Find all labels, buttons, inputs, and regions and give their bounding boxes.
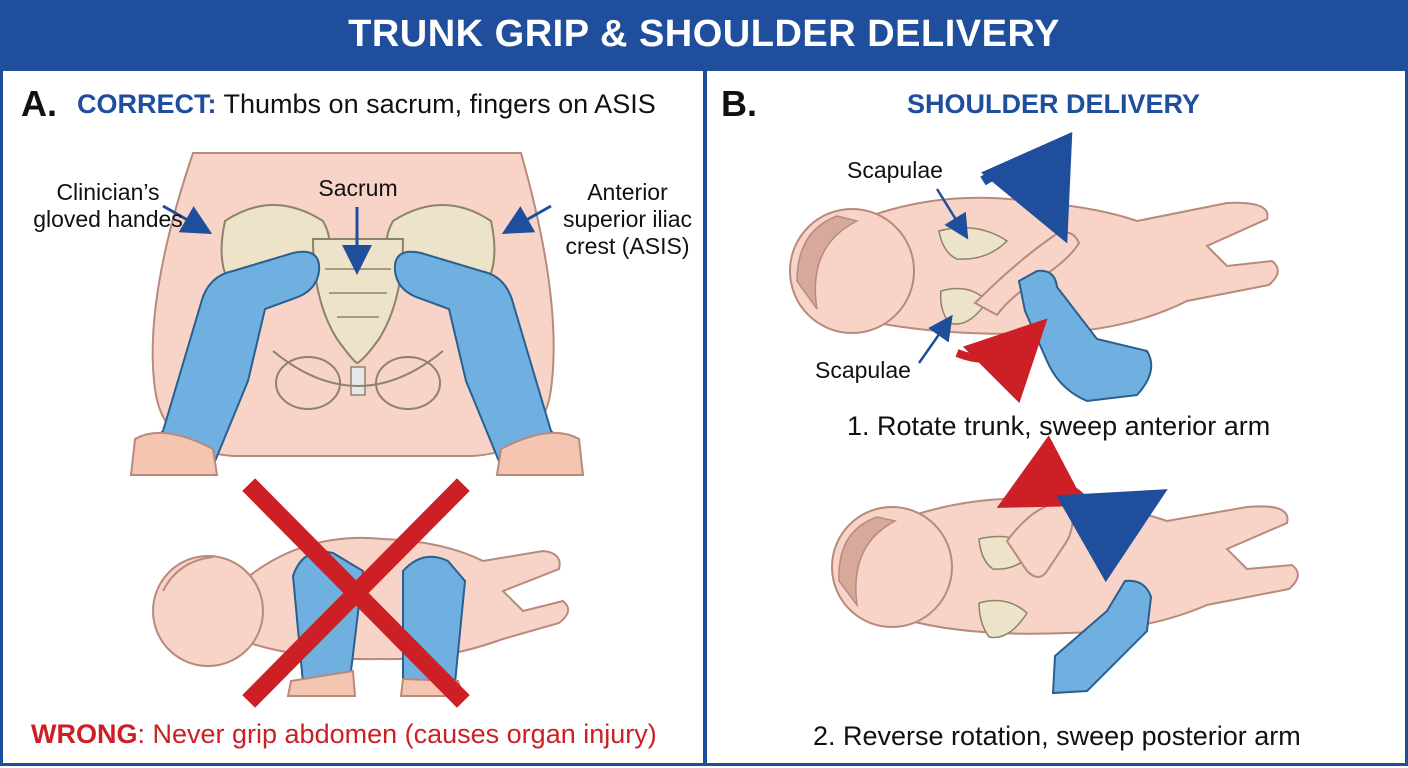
correct-description: Thumbs on sacrum, fingers on ASIS — [216, 89, 656, 119]
label-scapulae-bottom: Scapulae — [815, 357, 911, 383]
wrong-description: : Never grip abdomen (causes organ injur… — [137, 719, 657, 749]
step-2-caption: 2. Reverse rotation, sweep posterior arm — [813, 721, 1301, 751]
label-sacrum: Sacrum — [318, 175, 398, 201]
arrow-hands — [162, 204, 213, 234]
panel-b-heading: SHOULDER DELIVERY — [907, 89, 1201, 119]
page-title: TRUNK GRIP & SHOULDER DELIVERY — [348, 12, 1060, 55]
panel-b-letter: B. — [721, 83, 757, 124]
glove-left — [151, 250, 321, 473]
obturator-left — [275, 356, 341, 410]
step-1-caption: 1. Rotate trunk, sweep anterior arm — [847, 411, 1271, 441]
header-bar: TRUNK GRIP & SHOULDER DELIVERY — [0, 0, 1408, 68]
correct-label: CORRECT: — [77, 89, 217, 119]
infant2-scapula-bottom — [978, 599, 1028, 639]
panel-a-heading: CORRECT: Thumbs on sacrum, fingers on AS… — [77, 89, 656, 120]
arrow-blue-step2 — [1056, 489, 1168, 583]
arrow-asis — [501, 204, 552, 234]
panel-a: A. CORRECT: Thumbs on sacrum, fingers on… — [0, 68, 706, 766]
label-asis: Anterior superior iliac crest (ASIS) — [562, 179, 693, 259]
infant1-arm — [973, 231, 1081, 317]
label-gloved-hands: Clinician’s gloved handes — [33, 179, 183, 232]
infant1-glove — [1017, 269, 1153, 403]
arrow-red-step1 — [955, 318, 1048, 404]
sacrum-bone — [311, 238, 405, 365]
infant-step2 — [831, 497, 1299, 695]
wrong-caption: WRONG: Never grip abdomen (causes organ … — [31, 719, 657, 750]
panel-a-letter: A. — [21, 83, 57, 124]
panel-b: B. SHOULDER DELIVERY Scapulae Scapulae 1… — [704, 68, 1408, 766]
wrong-infant-illustration — [152, 536, 570, 697]
panel-b-illustration — [789, 131, 1299, 695]
obturator-right — [375, 356, 441, 410]
glove-right — [393, 250, 563, 473]
wrong-infant-head — [152, 555, 264, 667]
label-scapulae-top: Scapulae — [847, 157, 943, 183]
arrow-blue-step1 — [980, 131, 1073, 244]
panel-a-illustration — [129, 152, 585, 708]
infant2-body — [895, 497, 1299, 635]
wrong-cross-mark — [242, 478, 470, 708]
wrong-label: WRONG — [31, 719, 138, 749]
